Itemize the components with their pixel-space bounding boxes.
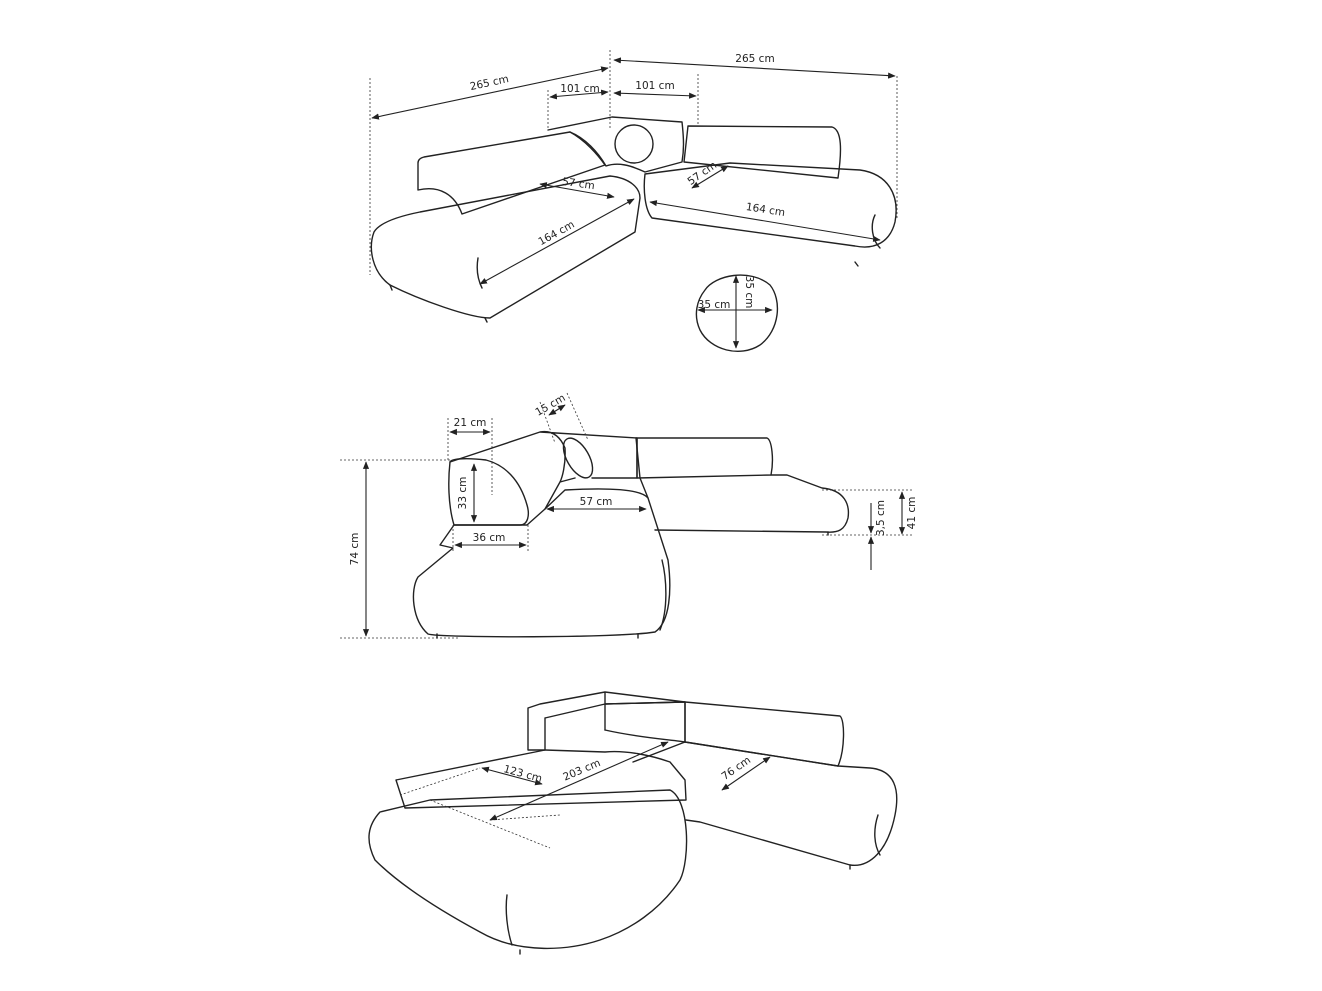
left-module-body <box>412 488 671 638</box>
right-seat <box>654 474 850 533</box>
dim-corner-right: 101 cm <box>635 80 674 92</box>
pillow-detail <box>695 274 779 353</box>
corner-back <box>547 116 685 173</box>
right-seat <box>643 162 897 248</box>
pillow <box>562 437 594 479</box>
right-seat <box>632 741 898 866</box>
right-back-cushion <box>683 125 842 179</box>
side-view: 74 cm 21 cm 33 cm 36 cm 57 cm 15 cm 41 c… <box>340 392 918 639</box>
dim-back-bottom: 36 cm <box>473 532 506 544</box>
dim-height-total: 74 cm <box>349 533 361 566</box>
right-back <box>684 701 845 767</box>
dim-back-top: 21 cm <box>454 417 487 429</box>
right-back-cushion <box>636 437 774 479</box>
left-back <box>527 691 686 751</box>
dim-width-right: 265 cm <box>735 53 774 65</box>
dim-pillow-height: 35 cm <box>743 276 755 309</box>
corner-back <box>604 701 686 743</box>
dim-depth-left: 57 cm <box>561 176 595 192</box>
pulled-out-module <box>368 789 688 950</box>
dim-leg-height: 3,5 cm <box>875 500 887 536</box>
dim-back-height: 33 cm <box>457 477 469 510</box>
dim-bed-width: 123 cm <box>502 763 543 785</box>
dim-seat-depth: 57 cm <box>580 496 613 508</box>
pillow <box>614 124 654 164</box>
dim-pillow-depth: 15 cm <box>533 392 567 419</box>
dim-seat-right: 164 cm <box>745 201 786 219</box>
top-view: 265 cm 265 cm 101 cm 101 cm 57 cm 164 cm… <box>369 50 898 353</box>
left-back-cushion <box>417 131 606 215</box>
dim-bed-seat-depth: 76 cm <box>719 754 753 783</box>
dim-seat-height: 41 cm <box>906 497 918 530</box>
dim-corner-left: 101 cm <box>560 83 599 95</box>
bed-view: 123 cm 203 cm 76 cm <box>368 691 898 955</box>
left-seat <box>370 175 641 319</box>
left-back-cushion <box>448 457 529 526</box>
dim-pillow-width: 35 cm <box>698 299 731 311</box>
